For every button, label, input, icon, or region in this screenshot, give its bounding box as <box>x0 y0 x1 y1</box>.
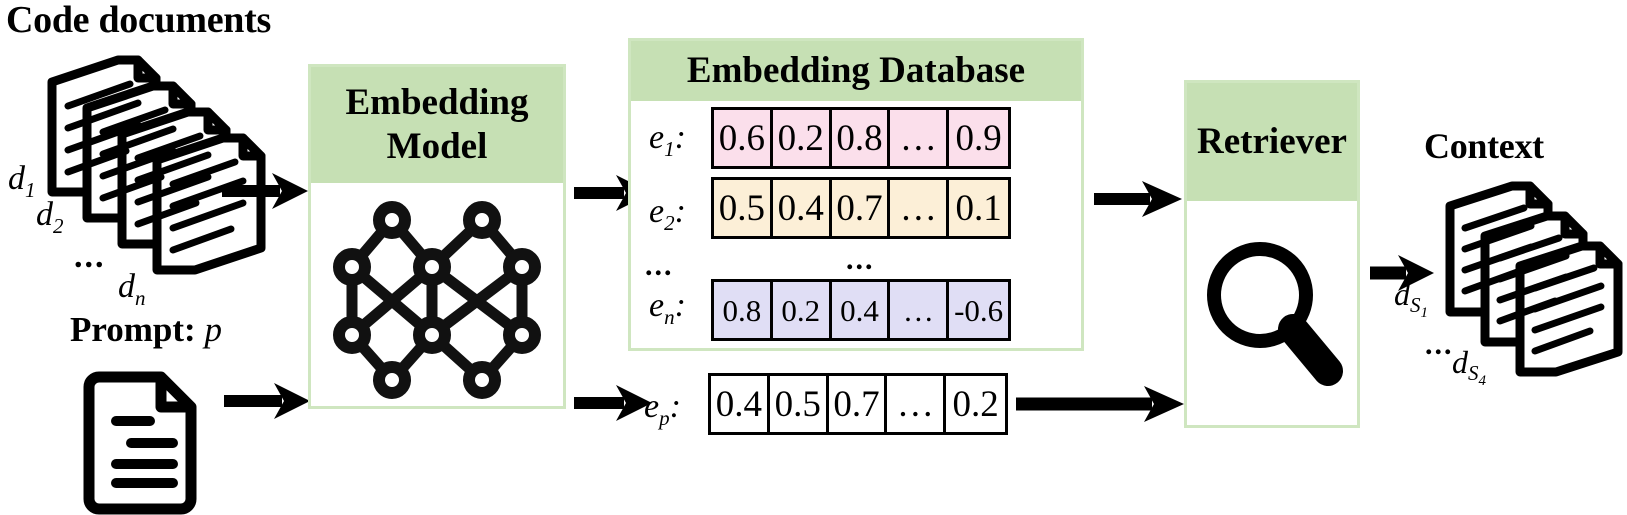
vector-cell: 0.2 <box>946 376 1005 432</box>
retriever-title-bar: Retriever <box>1187 83 1357 201</box>
stacked-documents-icon <box>30 36 280 296</box>
vector-label-e1: e1: <box>649 119 686 161</box>
vector-cell: 0.6 <box>714 110 773 166</box>
vector-cell: 0.8 <box>714 282 773 338</box>
vector-cell: 0.9 <box>949 110 1008 166</box>
vector-cell-ellipsis: … <box>890 180 950 236</box>
vector-cell: 0.1 <box>949 180 1008 236</box>
documents-ellipsis: ... <box>74 238 106 275</box>
context-stacked-documents-icon <box>1438 168 1627 398</box>
context-ellipsis: ... <box>1425 328 1454 361</box>
embedding-database-panel: Embedding Database e1: 0.6 0.2 0.8 … 0.9… <box>628 38 1084 351</box>
vector-cell: 0.4 <box>831 282 891 338</box>
document-label-dn: dn <box>118 268 146 310</box>
vector-label-ep: ep: <box>644 388 681 430</box>
database-rows-ellipsis-left: ... <box>645 249 674 282</box>
database-rows-ellipsis-center: ... <box>846 243 875 276</box>
vector-cell: 0.5 <box>714 180 773 236</box>
vector-cell-ellipsis: … <box>890 110 950 166</box>
embedding-model-title-line1: Embedding <box>345 82 529 123</box>
vector-label-e2: e2: <box>649 193 686 235</box>
vector-cell: 0.4 <box>711 376 770 432</box>
document-label-d1: d1 <box>8 160 36 202</box>
vector-cell-ellipsis: … <box>887 376 947 432</box>
retriever-title: Retriever <box>1197 121 1347 162</box>
vector-row-e1[interactable]: 0.6 0.2 0.8 … 0.9 <box>711 107 1011 169</box>
vector-row-e2[interactable]: 0.5 0.4 0.7 … 0.1 <box>711 177 1011 239</box>
retriever-body <box>1187 201 1357 425</box>
document-label-d2: d2 <box>36 196 64 238</box>
retriever-panel: Retriever <box>1184 80 1360 428</box>
context-heading: Context <box>1424 126 1544 166</box>
magnifying-glass-icon <box>1197 233 1347 393</box>
code-documents-heading: Code documents <box>6 0 271 41</box>
arrow-model-to-query-embedding <box>572 382 654 424</box>
vector-row-en[interactable]: 0.8 0.2 0.4 … -0.6 <box>711 279 1011 341</box>
context-label-ds1: dS1 <box>1394 276 1428 322</box>
vector-cell: 0.4 <box>772 180 832 236</box>
context-label-ds4: dS4 <box>1452 344 1486 390</box>
vector-row-ep[interactable]: 0.4 0.5 0.7 … 0.2 <box>708 373 1008 435</box>
prompt-document-icon <box>83 365 210 515</box>
vector-cell: 0.7 <box>831 180 891 236</box>
embedding-database-body: e1: 0.6 0.2 0.8 … 0.9 e2: 0.5 0.4 0.7 … … <box>631 101 1081 348</box>
arrow-query-embedding-to-retriever <box>1014 383 1186 425</box>
vector-cell: 0.7 <box>828 376 888 432</box>
prompt-label: Prompt: p <box>70 310 222 349</box>
embedding-model-title-line2: Model <box>386 126 488 167</box>
vector-cell: 0.2 <box>772 282 832 338</box>
arrow-database-to-retriever <box>1092 178 1184 220</box>
neural-network-icon <box>333 195 541 399</box>
embedding-model-body <box>311 183 563 406</box>
vector-label-en: en: <box>649 287 686 329</box>
embedding-model-panel: Embedding Model <box>308 64 566 409</box>
vector-cell: 0.2 <box>772 110 832 166</box>
embedding-model-title: Embedding Model <box>311 67 563 183</box>
vector-cell: 0.5 <box>769 376 829 432</box>
arrow-documents-to-model <box>220 170 312 212</box>
vector-cell-ellipsis: … <box>890 282 950 338</box>
vector-cell: 0.8 <box>831 110 891 166</box>
embedding-database-title-bar: Embedding Database <box>631 41 1081 101</box>
vector-cell: -0.6 <box>949 282 1008 338</box>
embedding-database-title: Embedding Database <box>686 50 1026 91</box>
arrow-retriever-to-context <box>1368 252 1436 294</box>
arrow-prompt-to-model <box>222 380 314 422</box>
